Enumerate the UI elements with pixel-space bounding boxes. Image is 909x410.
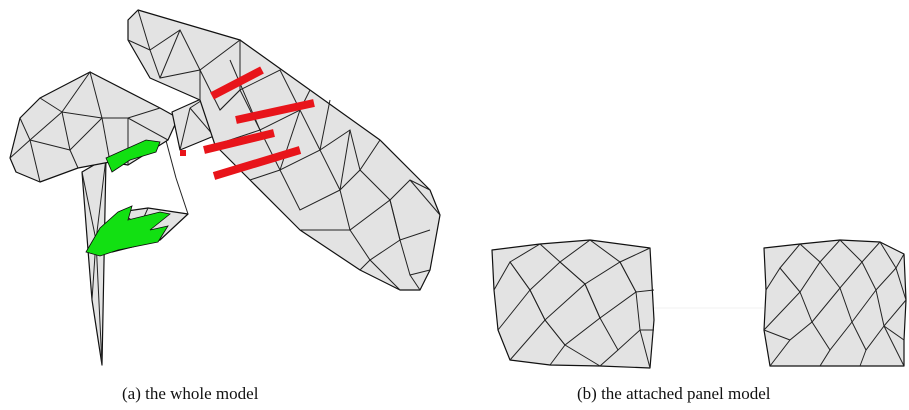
model-long-panel bbox=[127, 9, 441, 291]
caption-attached-panel-model: (b) the attached panel model bbox=[577, 384, 771, 403]
red-bar-4 bbox=[212, 146, 302, 180]
attached-panel-right bbox=[763, 239, 907, 367]
green-patch-upper bbox=[105, 139, 161, 173]
red-bar-1 bbox=[210, 66, 264, 100]
model-head bbox=[9, 70, 179, 183]
red-stub bbox=[180, 150, 186, 156]
figure-graphics bbox=[9, 9, 907, 369]
whole-model bbox=[9, 9, 441, 366]
red-bar-2 bbox=[235, 99, 315, 124]
red-attachment-bars bbox=[203, 66, 315, 180]
attached-panel-left bbox=[491, 239, 655, 369]
model-leg bbox=[81, 157, 107, 366]
green-attachment-patches bbox=[85, 139, 171, 257]
green-patch-lower bbox=[85, 205, 171, 257]
red-bar-3 bbox=[203, 129, 275, 154]
caption-whole-model: (a) the whole model bbox=[122, 384, 259, 403]
